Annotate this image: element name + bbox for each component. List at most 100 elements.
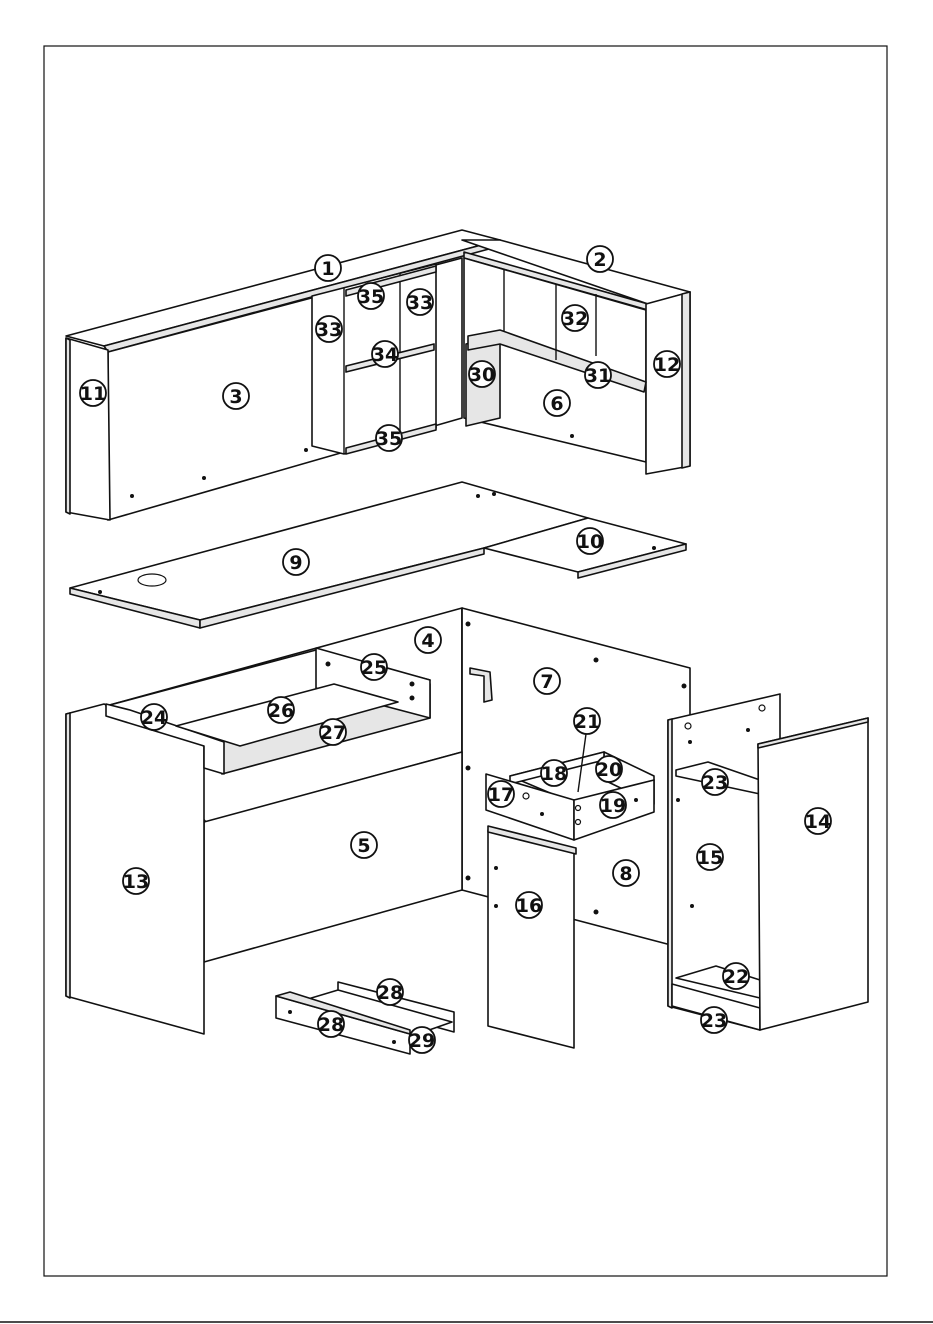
part-badge-number: 12: [654, 354, 680, 376]
part-badge-28: 28: [318, 1011, 344, 1037]
pedestal-side-15-edge: [668, 719, 672, 1008]
drawer-hole: [634, 798, 638, 802]
hutch-side-left-edge: [66, 338, 70, 514]
pedestal-hole: [676, 798, 680, 802]
part-badge-35: 35: [358, 283, 384, 309]
pedestal-side-14: [758, 718, 868, 1030]
part-badge-number: 15: [697, 847, 723, 869]
part-badge-29: 29: [409, 1027, 435, 1053]
hutch-side-right-edge: [682, 292, 690, 468]
part-badge-6: 6: [544, 390, 570, 416]
part-badge-33: 33: [316, 316, 342, 342]
part-badge-number: 26: [268, 700, 294, 722]
rail-hole: [410, 682, 415, 687]
part-badge-10: 10: [577, 528, 603, 554]
pedestal-hole: [688, 740, 692, 744]
drawer-hole: [576, 806, 581, 811]
hutch-hole: [570, 434, 574, 438]
pedestal-hole: [759, 705, 765, 711]
part-badge-23: 23: [702, 769, 728, 795]
part-badge-14: 14: [805, 808, 831, 834]
part-badge-number: 9: [289, 552, 302, 574]
part-badge-number: 8: [619, 863, 632, 885]
desk-leg-left-edge: [66, 713, 70, 998]
door-hole: [494, 866, 498, 870]
part-badge-19: 19: [600, 792, 626, 818]
part-badge-17: 17: [488, 781, 514, 807]
hutch-hole: [130, 494, 134, 498]
part-badge-number: 25: [361, 657, 387, 679]
part-badge-31: 31: [585, 362, 611, 388]
pedestal-hole: [690, 904, 694, 908]
part-badge-number: 4: [421, 630, 434, 652]
part-badge-22: 22: [723, 963, 749, 989]
part-badge-number: 11: [80, 383, 106, 405]
part-badge-9: 9: [283, 549, 309, 575]
part-badge-number: 20: [596, 759, 622, 781]
drawer-hole: [540, 812, 544, 816]
drawer-hole: [523, 793, 529, 799]
pedestal-hole: [746, 728, 750, 732]
part-badge-11: 11: [80, 380, 106, 406]
part-badge-number: 14: [805, 811, 831, 833]
part-badge-32: 32: [562, 305, 588, 331]
part-badge-8: 8: [613, 860, 639, 886]
back-hole: [594, 910, 599, 915]
part-badge-number: 30: [469, 364, 495, 386]
part-badge-number: 2: [593, 249, 606, 271]
part-badge-5: 5: [351, 832, 377, 858]
part-badge-number: 16: [516, 895, 542, 917]
desktop-hole: [98, 590, 102, 594]
part-badge-4: 4: [415, 627, 441, 653]
part-badge-30: 30: [469, 361, 495, 387]
foot-rail-hole: [392, 1040, 396, 1044]
part-badge-number: 27: [320, 722, 346, 744]
part-badge-23: 23: [701, 1007, 727, 1033]
part-badge-number: 10: [577, 531, 603, 553]
rail-hole: [326, 662, 331, 667]
back-hole: [466, 766, 471, 771]
back-hole: [466, 622, 471, 627]
part-badge-number: 18: [541, 763, 567, 785]
part-badge-20: 20: [596, 756, 622, 782]
part-badge-number: 23: [702, 772, 728, 794]
grommet-hole: [138, 574, 166, 586]
part-badge-number: 19: [600, 795, 626, 817]
part-badge-number: 28: [318, 1014, 344, 1036]
part-badge-number: 28: [377, 982, 403, 1004]
back-hole: [682, 684, 687, 689]
part-badge-number: 24: [141, 707, 167, 729]
pedestal-hole: [685, 723, 691, 729]
part-badge-7: 7: [534, 668, 560, 694]
part-badge-3: 3: [223, 383, 249, 409]
rail-hole: [410, 696, 415, 701]
part-badge-27: 27: [320, 719, 346, 745]
part-badge-number: 7: [540, 671, 553, 693]
part-badge-number: 22: [723, 966, 749, 988]
part-badge-number: 32: [562, 308, 588, 330]
drawer-hole: [576, 820, 581, 825]
part-badge-number: 1: [321, 258, 334, 280]
part-badge-18: 18: [541, 760, 567, 786]
part-badge-number: 6: [550, 393, 563, 415]
hutch-hole: [202, 476, 206, 480]
part-badge-number: 21: [574, 711, 600, 733]
part-badge-number: 29: [409, 1030, 435, 1052]
part-badge-24: 24: [141, 704, 167, 730]
part-badge-number: 33: [316, 319, 342, 341]
part-badge-1: 1: [315, 255, 341, 281]
desktop-hole: [492, 492, 496, 496]
door-panel: [488, 830, 574, 1048]
part-badge-number: 17: [488, 784, 514, 806]
back-hole: [594, 658, 599, 663]
hutch-side-left: [66, 338, 110, 520]
hutch-hole: [304, 448, 308, 452]
part-badge-25: 25: [361, 654, 387, 680]
back-hole: [466, 876, 471, 881]
door-hole: [494, 904, 498, 908]
part-badge-number: 34: [372, 344, 398, 366]
part-badge-number: 35: [358, 286, 384, 308]
part-badge-number: 13: [123, 871, 149, 893]
part-badge-33: 33: [407, 289, 433, 315]
part-badge-2: 2: [587, 246, 613, 272]
